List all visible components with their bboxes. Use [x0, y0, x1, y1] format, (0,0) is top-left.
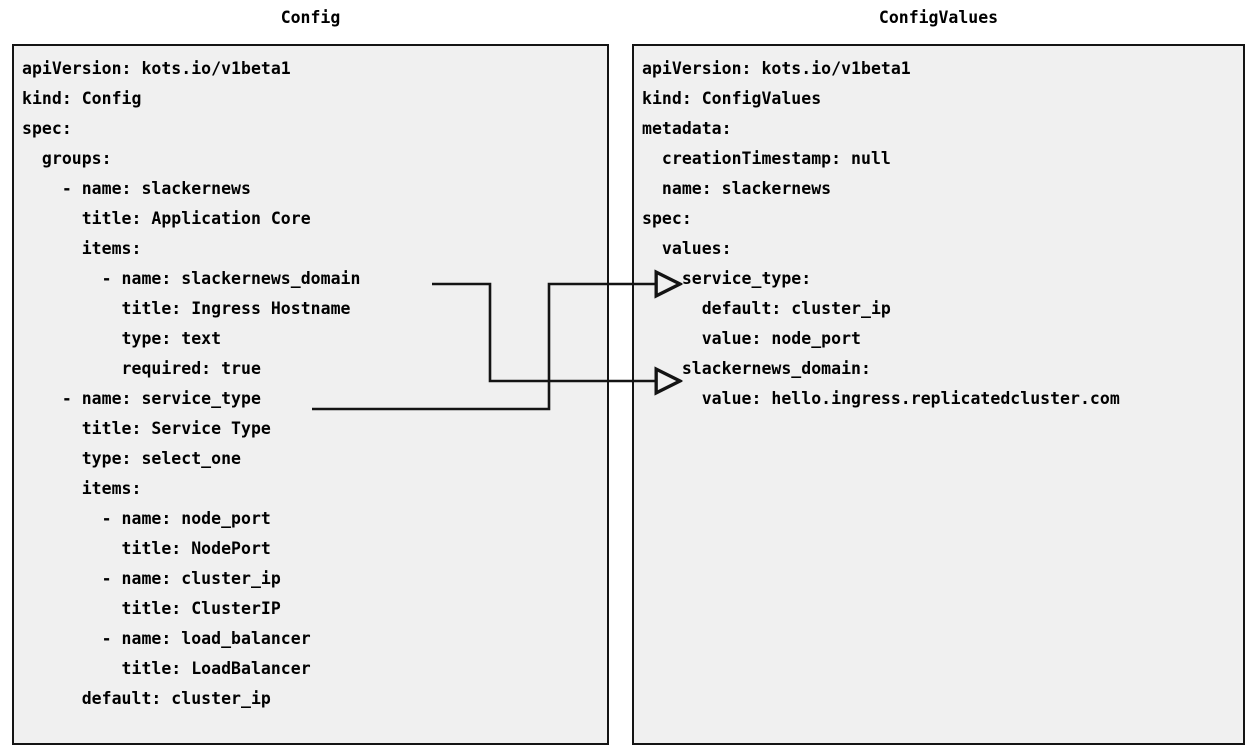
- config-yaml-text: apiVersion: kots.io/v1beta1 kind: Config…: [22, 59, 361, 708]
- configvalues-panel: [632, 44, 1245, 745]
- left-panel-title: Config: [280, 8, 341, 27]
- right-panel-title: ConfigValues: [878, 8, 999, 27]
- configvalues-yaml-text: apiVersion: kots.io/v1beta1 kind: Config…: [642, 59, 1120, 408]
